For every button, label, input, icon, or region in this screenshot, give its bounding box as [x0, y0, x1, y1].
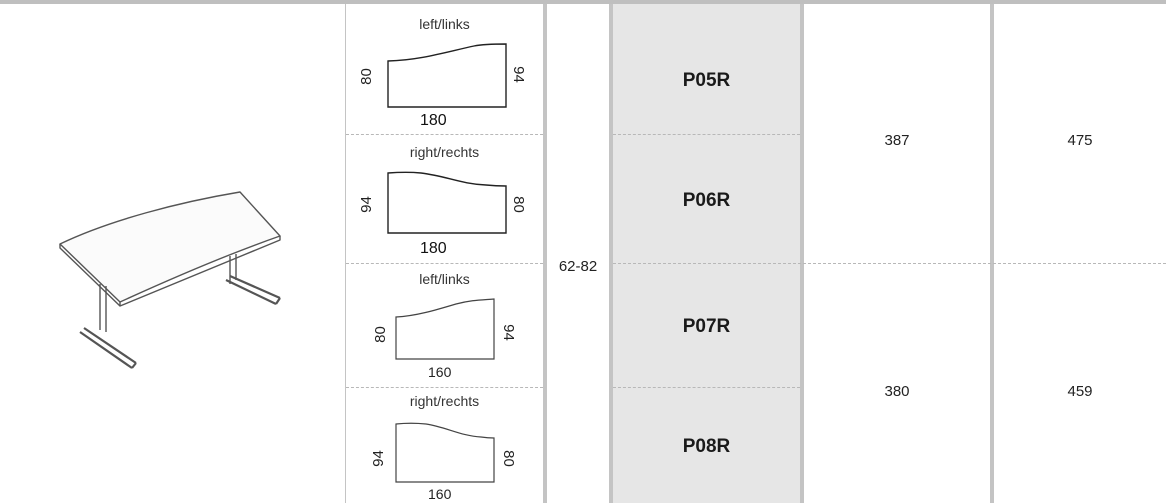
- left-depth-dim: 80: [371, 326, 389, 343]
- orientation-label: left/links: [419, 16, 470, 32]
- column-divider: [990, 4, 994, 503]
- orientation-label: right/rechts: [409, 144, 480, 160]
- right-depth-dim: 94: [499, 324, 517, 341]
- desktop-outline-left-160: [395, 298, 495, 360]
- column-divider: [609, 4, 613, 503]
- price-b: 475: [1067, 132, 1093, 149]
- width-dim: 180: [420, 240, 447, 257]
- desktop-outline-right-160: [395, 422, 495, 483]
- left-depth-dim: 80: [357, 68, 375, 85]
- product-code: P07R: [682, 316, 731, 337]
- left-depth-dim: 94: [369, 450, 387, 467]
- column-divider: [800, 4, 804, 503]
- height-range: 62-82: [558, 258, 598, 275]
- desktop-outline-left-180: [387, 43, 507, 108]
- code-column-background: [613, 4, 800, 503]
- orientation-label: left/links: [419, 271, 470, 287]
- group-divider: [613, 263, 1166, 264]
- orientation-label: right/rechts: [409, 393, 480, 409]
- desk-illustration: [59, 191, 281, 369]
- row-divider: [613, 387, 800, 388]
- right-depth-dim: 80: [499, 450, 517, 467]
- row-divider: [346, 134, 543, 135]
- product-code: P05R: [682, 70, 731, 91]
- width-dim: 160: [428, 364, 452, 380]
- width-dim: 160: [428, 486, 452, 502]
- desktop-outline-right-180: [387, 171, 507, 234]
- price-b: 459: [1067, 383, 1093, 400]
- right-depth-dim: 94: [509, 66, 527, 83]
- column-divider: [543, 4, 547, 503]
- left-depth-dim: 94: [357, 196, 375, 213]
- top-border: [0, 0, 1166, 4]
- row-divider: [346, 387, 543, 388]
- product-code: P08R: [682, 436, 731, 457]
- column-divider: [345, 4, 346, 503]
- row-divider: [346, 263, 543, 264]
- product-code: P06R: [682, 190, 731, 211]
- price-a: 387: [884, 132, 910, 149]
- price-a: 380: [884, 383, 910, 400]
- width-dim: 180: [420, 112, 447, 129]
- row-divider: [613, 134, 800, 135]
- right-depth-dim: 80: [509, 196, 527, 213]
